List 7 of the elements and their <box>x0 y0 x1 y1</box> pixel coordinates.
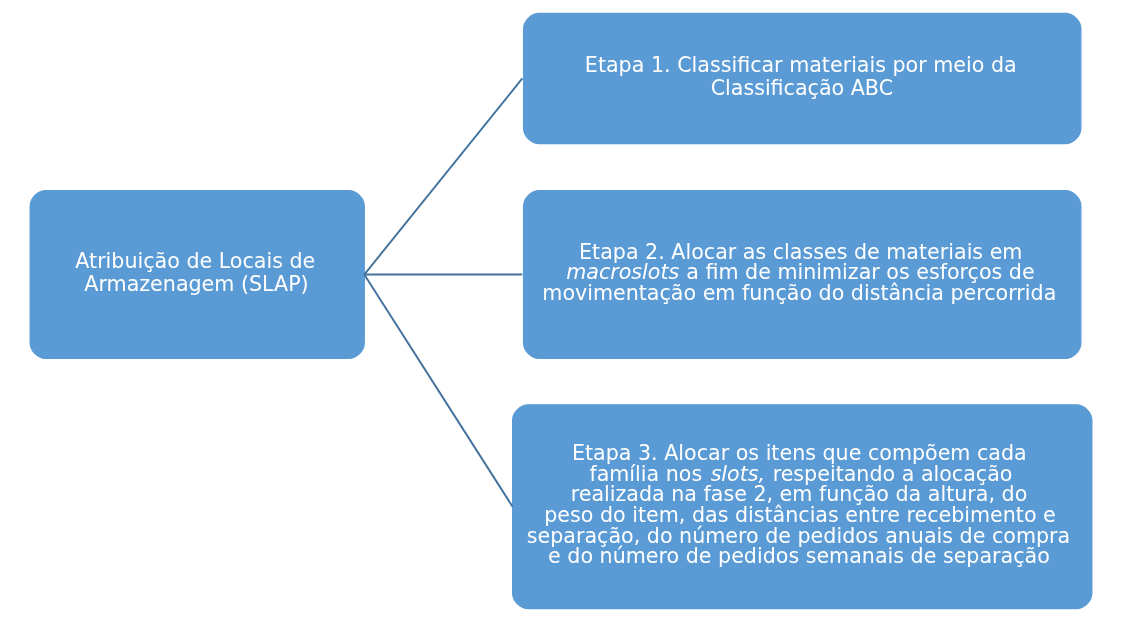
node-box: Etapa 3. Alocar os itens que compõem cada família nos slots, respeitando a alocação realizada na fase 2, em função da altura, do peso do item, das distâncias entre recebimento e separação, do número de pedidos anuais de compra e do número de pedidos semanais de separação <box>511 404 1092 610</box>
node-box: Atribuição de Locais de Armazenagem (SLAP) <box>29 190 365 360</box>
node-box: Etapa 2. Alocar as classes de materiais em macroslots a fim de minimizar os esforços de movimentação em função do distância percorrida <box>522 190 1081 360</box>
connector <box>362 77 523 276</box>
connector <box>362 273 514 508</box>
connector <box>362 273 523 276</box>
node-box: Etapa 1. Classificar materiais por meio da Classificação ABC <box>522 12 1081 145</box>
